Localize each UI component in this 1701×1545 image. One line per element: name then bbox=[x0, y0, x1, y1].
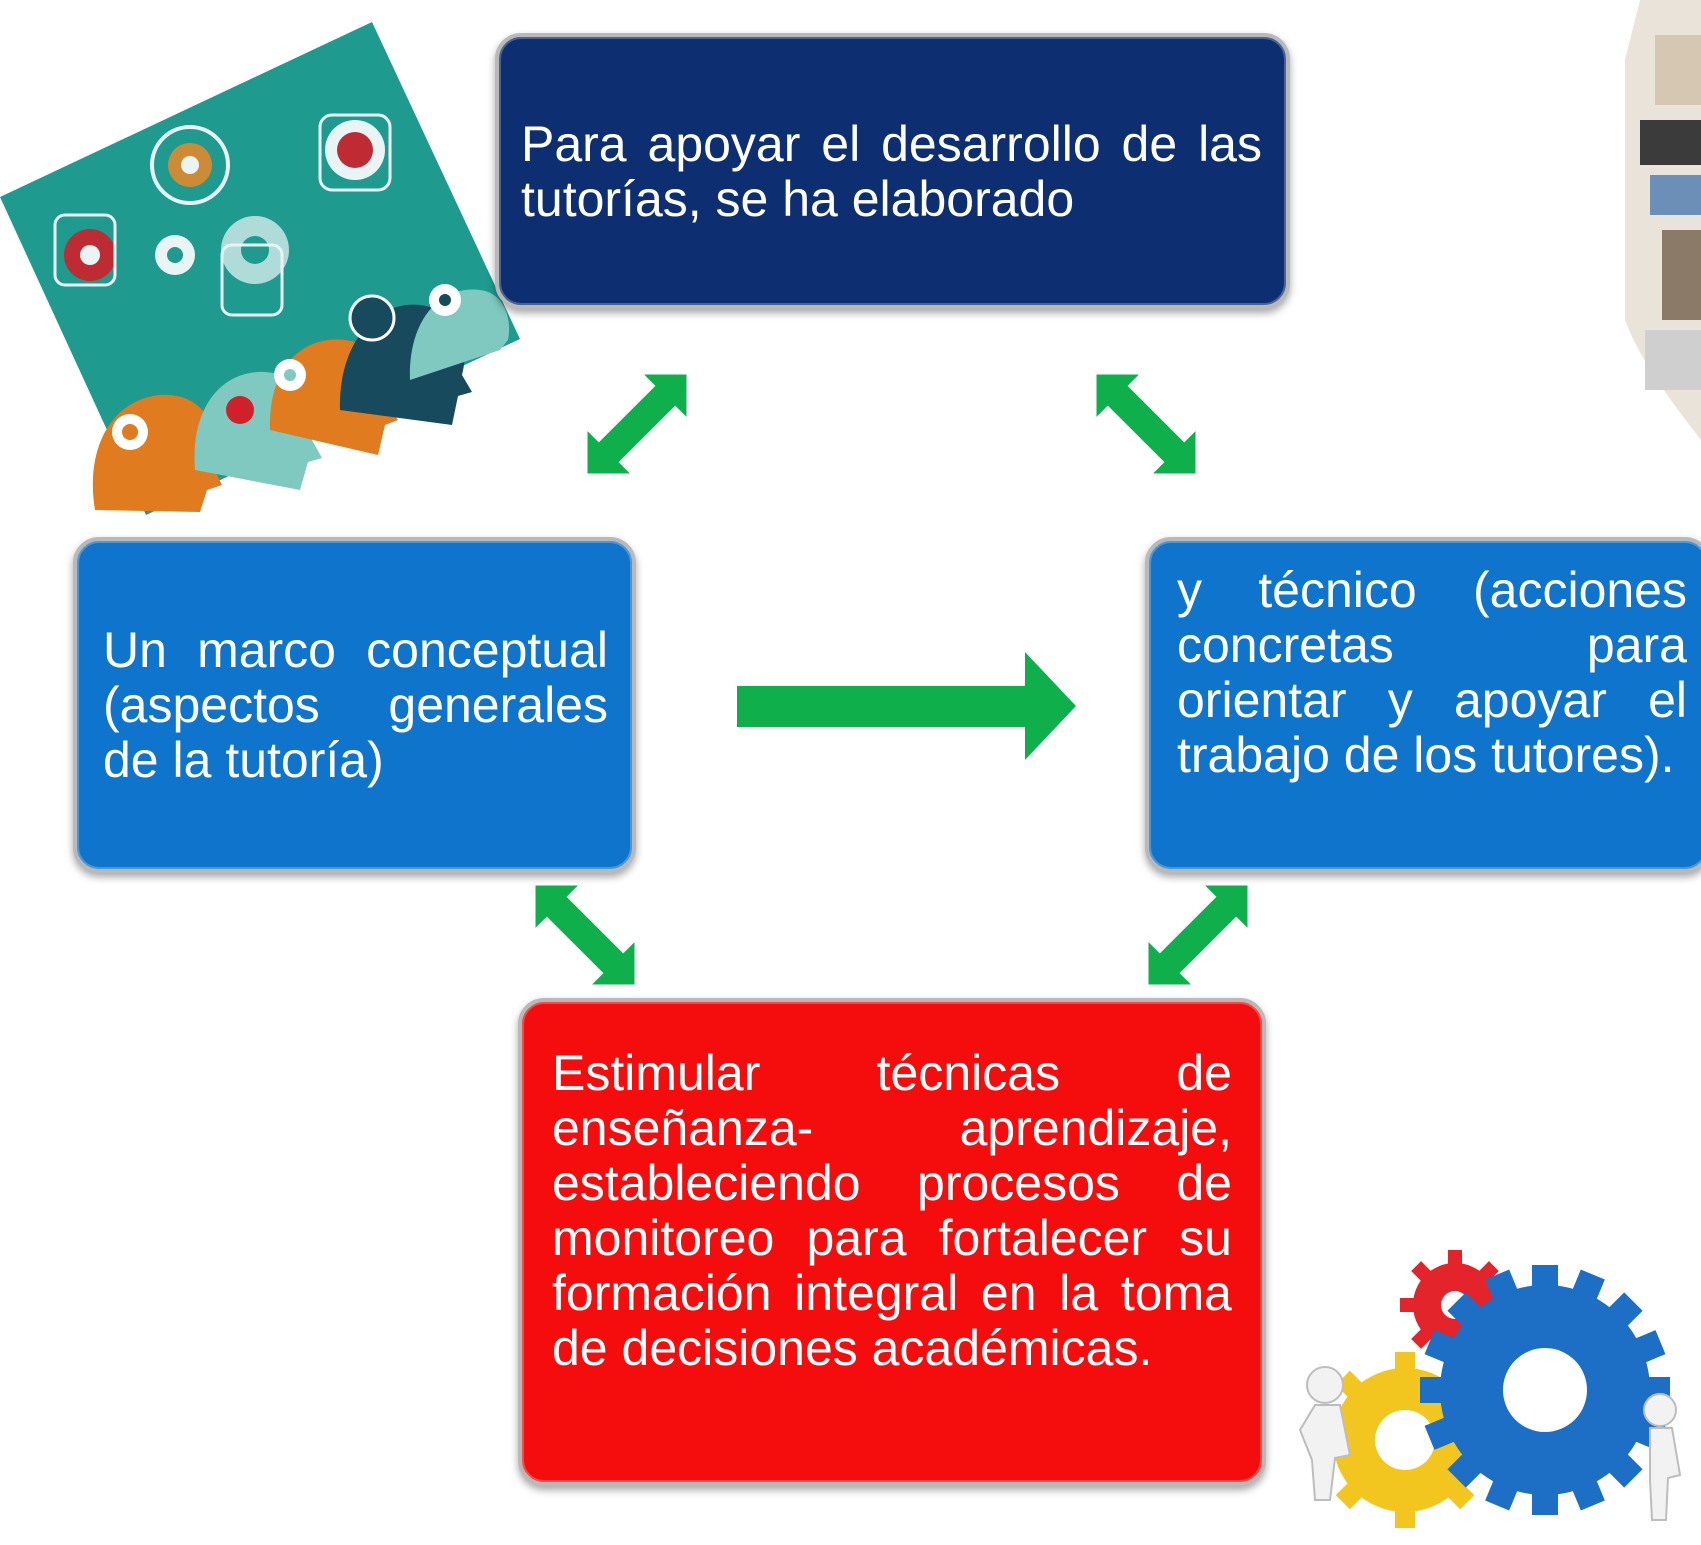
box-left-text: Un marco conceptual (aspectos generales … bbox=[103, 622, 608, 788]
box-left: Un marco conceptual (aspectos generales … bbox=[73, 537, 636, 873]
arrow-top-left-double bbox=[566, 353, 708, 495]
figures-pushing-gears-illustration bbox=[1298, 1250, 1682, 1528]
box-top: Para apoyar el desarrollo de las tutoría… bbox=[495, 33, 1290, 309]
arrow-top-right-double bbox=[1075, 353, 1217, 495]
arrow-bottom-left-double bbox=[514, 864, 656, 1006]
box-top-text: Para apoyar el desarrollo de las tutoría… bbox=[521, 116, 1262, 227]
box-bottom: Estimular técnicas de enseñanza- aprendi… bbox=[518, 998, 1266, 1486]
arrow-center-right bbox=[737, 652, 1076, 760]
box-right: y técnico (acciones concretas para orien… bbox=[1145, 537, 1701, 873]
arrow-bottom-right-double bbox=[1127, 864, 1269, 1006]
box-bottom-text: Estimular técnicas de enseñanza- aprendi… bbox=[552, 1045, 1232, 1376]
heads-with-gears-illustration bbox=[0, 22, 520, 515]
people-at-computers-illustration bbox=[1625, 0, 1701, 440]
arrows-group bbox=[514, 353, 1269, 1006]
box-right-text: y técnico (acciones concretas para orien… bbox=[1177, 562, 1687, 783]
